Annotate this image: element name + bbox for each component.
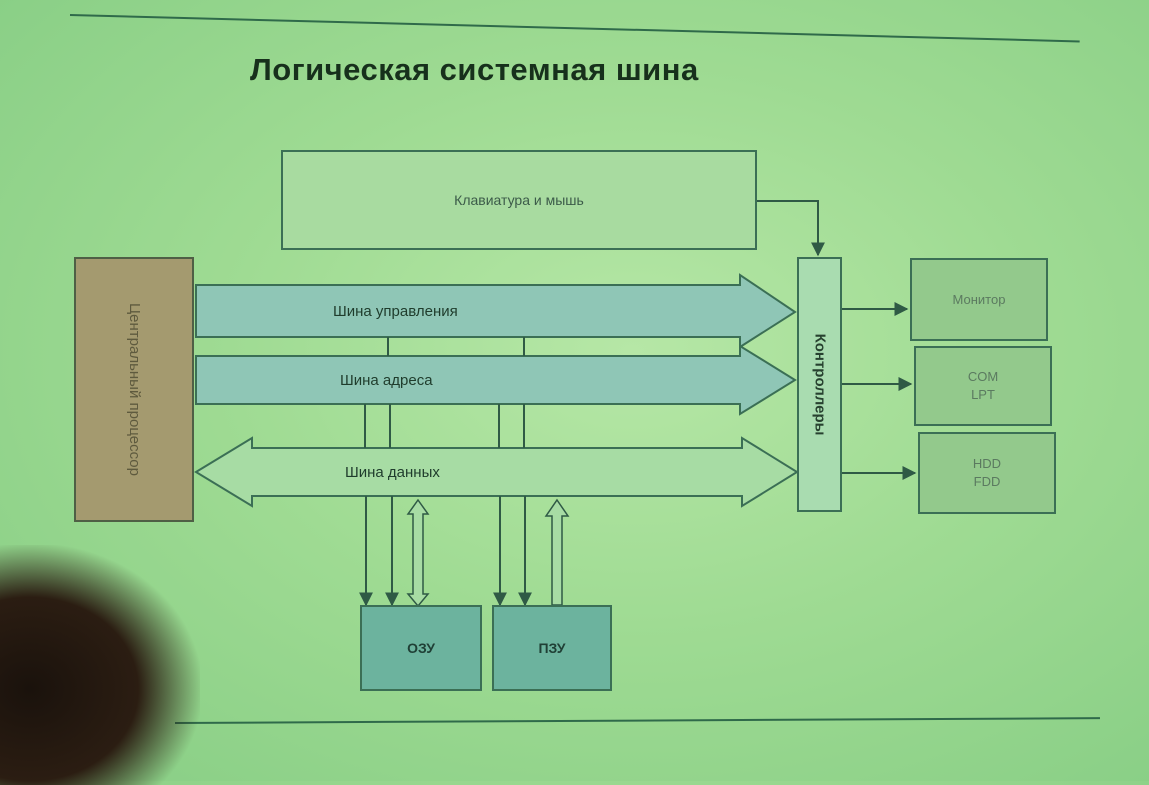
cpu-block: Центральный процессор — [74, 257, 194, 522]
foreground-hair-obstruction — [0, 545, 200, 785]
rom-block: ПЗУ — [492, 605, 612, 691]
control-bus-arrow — [195, 273, 797, 349]
keyboard-mouse-block: Клавиатура и мышь — [281, 150, 757, 250]
com-lpt-block: COM LPT — [914, 346, 1052, 426]
slide-title: Логическая системная шина — [250, 52, 699, 87]
rom-data-arrow — [544, 498, 570, 606]
data-bus-arrow — [194, 436, 799, 508]
hdd-label: HDD — [972, 456, 1002, 471]
control-bus-label: Шина управления — [333, 303, 458, 320]
address-bus-arrow — [195, 344, 797, 416]
address-bus-label: Шина адреса — [340, 372, 433, 389]
fdd-label: FDD — [973, 474, 1001, 489]
com-label: COM — [967, 369, 999, 384]
controllers-block: Контроллеры — [797, 257, 842, 512]
cpu-label: Центральный процессор — [125, 303, 143, 476]
monitor-label: Монитор — [952, 291, 1006, 307]
ram-label: ОЗУ — [407, 640, 435, 656]
controllers-label: Контроллеры — [811, 333, 829, 436]
data-bus-label: Шина данных — [345, 464, 440, 481]
ram-data-arrow — [406, 498, 430, 608]
rom-label: ПЗУ — [538, 640, 566, 656]
hdd-fdd-block: HDD FDD — [918, 432, 1056, 514]
ram-block: ОЗУ — [360, 605, 482, 691]
lpt-label: LPT — [971, 387, 995, 402]
keyboard-mouse-label: Клавиатура и мышь — [454, 192, 584, 208]
monitor-block: Монитор — [910, 258, 1048, 341]
